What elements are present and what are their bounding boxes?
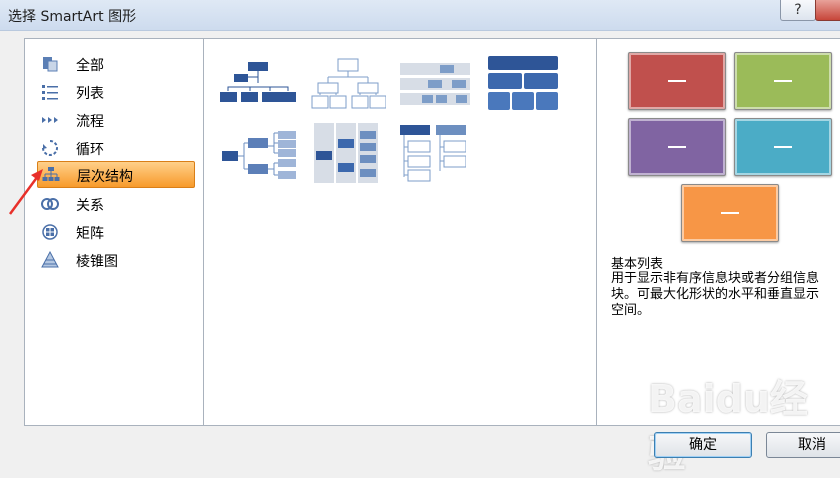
layout-thumbnail-table-hierarchy[interactable] xyxy=(488,55,558,113)
hierarchy-icon xyxy=(42,167,60,181)
help-button[interactable]: ? xyxy=(780,0,816,21)
relationship-icon xyxy=(41,198,59,210)
layout-thumbnail-labeled-hierarchy[interactable] xyxy=(400,61,470,105)
cancel-button[interactable]: 取消 xyxy=(766,432,840,458)
process-icon xyxy=(42,117,58,123)
baidu-watermark: Baidu经验 xyxy=(648,377,808,476)
category-item-hierarchy[interactable]: 层次结构 xyxy=(37,161,195,188)
preview-shape xyxy=(681,184,779,242)
category-label: 全部 xyxy=(76,58,104,74)
category-item-all[interactable]: 全部 xyxy=(37,51,193,76)
category-item-matrix[interactable]: 矩阵 xyxy=(37,219,193,244)
all-icon xyxy=(43,57,58,72)
ok-button[interactable]: 确定 xyxy=(654,432,752,458)
layout-thumbnail-hierarchy[interactable] xyxy=(310,57,386,111)
category-label: 棱锥图 xyxy=(76,254,118,270)
category-label: 关系 xyxy=(76,198,104,214)
layout-gallery xyxy=(203,38,598,426)
title-bar: 选择 SmartArt 图形 ? xyxy=(0,0,840,31)
preview-shape xyxy=(734,52,832,110)
category-label: 流程 xyxy=(76,114,104,130)
cycle-icon xyxy=(42,140,58,156)
category-item-relationship[interactable]: 关系 xyxy=(37,191,193,216)
category-list: 全部 列表 流程 循环 层次结构 关系 xyxy=(24,38,205,426)
description-line: 块。可最大化形状的水平和垂直显示 xyxy=(611,287,820,302)
description-line: 空间。 xyxy=(611,303,651,318)
matrix-icon xyxy=(42,224,58,240)
layout-thumbnail-organization-chart[interactable] xyxy=(220,59,296,111)
category-label: 矩阵 xyxy=(76,226,104,242)
layout-thumbnail-hierarchy-list[interactable] xyxy=(400,125,466,183)
annotation-arrow xyxy=(8,169,43,215)
category-label: 循环 xyxy=(76,142,104,158)
category-label: 层次结构 xyxy=(77,169,133,185)
layout-description: 用于显示非有序信息块或者分组信息 块。可最大化形状的水平和垂直显示 空间。 xyxy=(611,271,840,319)
category-item-pyramid[interactable]: 棱锥图 xyxy=(37,247,193,272)
preview-shape xyxy=(628,118,726,176)
category-label: 列表 xyxy=(76,86,104,102)
list-icon xyxy=(42,85,58,100)
layout-thumbnail-horizontal-labeled-hierarchy[interactable] xyxy=(314,123,378,183)
category-item-list[interactable]: 列表 xyxy=(37,79,193,104)
category-item-cycle[interactable]: 循环 xyxy=(37,135,193,160)
layout-thumbnail-horizontal-hierarchy[interactable] xyxy=(222,131,296,183)
pyramid-icon xyxy=(41,251,59,268)
close-button[interactable] xyxy=(815,0,840,21)
window-title: 选择 SmartArt 图形 xyxy=(8,9,137,25)
preview-shape xyxy=(628,52,726,110)
description-line: 用于显示非有序信息块或者分组信息 xyxy=(611,271,820,286)
preview-shape xyxy=(734,118,832,176)
category-item-process[interactable]: 流程 xyxy=(37,107,193,132)
layout-title: 基本列表 xyxy=(611,257,664,272)
